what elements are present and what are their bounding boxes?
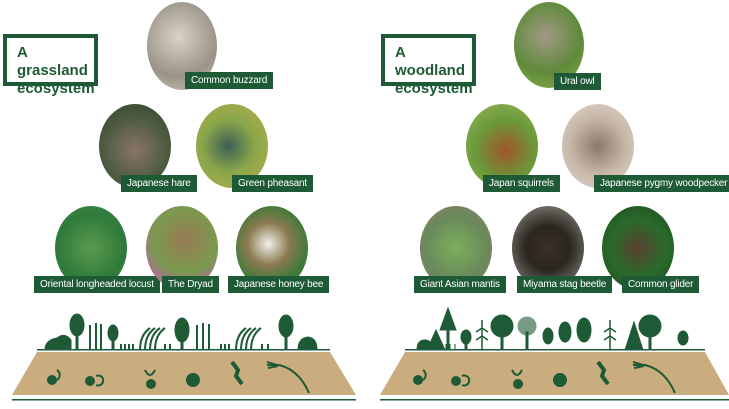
common-glider-label: Common glider (622, 276, 700, 293)
grassland-soil (12, 352, 356, 395)
green-pheasant-label: Green pheasant (232, 175, 313, 192)
ural-owl-label: Ural owl (554, 73, 601, 90)
honey-bee-label: Japanese honey bee (228, 276, 330, 293)
stag-beetle-label: Miyama stag beetle (517, 276, 613, 293)
bush-icon (44, 334, 72, 351)
common-buzzard-label: Common buzzard (185, 72, 274, 89)
woodpecker-photo (562, 104, 634, 188)
soil-illustration (12, 306, 729, 401)
japan-squirrels-label: Japan squirrels (483, 175, 560, 192)
woodland-title: A woodland ecosystem (381, 34, 476, 97)
green-pheasant-photo (196, 104, 268, 188)
grassland-title: A grassland ecosystem (3, 34, 98, 97)
dryad-label: The Dryad (162, 276, 219, 293)
locust-label: Oriental longheaded locust (34, 276, 160, 293)
japan-squirrels-photo (466, 104, 538, 188)
japanese-hare-label: Japanese hare (121, 175, 197, 192)
mantis-label: Giant Asian mantis (414, 276, 506, 293)
japanese-hare-photo (99, 104, 171, 188)
woodpecker-label: Japanese pygmy woodpecker (594, 175, 729, 192)
soil-organisms-icons (47, 360, 676, 394)
woodland-soil (380, 352, 729, 395)
